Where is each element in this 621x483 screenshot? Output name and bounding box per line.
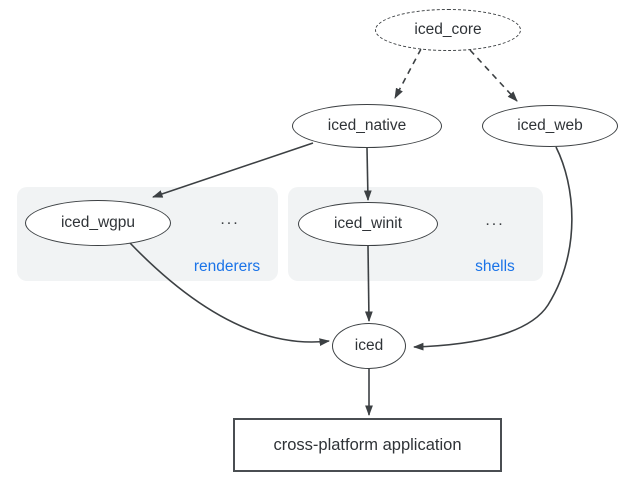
node-iced-native-label: iced_native — [327, 117, 407, 134]
edge-iced_native-iced_wgpu — [152, 142, 314, 198]
edge-iced_core-iced_web — [469, 49, 518, 102]
node-iced-wgpu-label: iced_wgpu — [60, 214, 136, 231]
renderers-ellipsis: ... — [220, 211, 240, 228]
edge-iced_core-iced_native — [394, 48, 422, 99]
edge-iced_winit-iced — [364, 245, 373, 322]
node-iced-native: iced_native — [292, 104, 442, 148]
renderers-group-label: renderers — [193, 258, 261, 275]
node-iced-web-label: iced_web — [517, 117, 583, 134]
node-iced-label: iced — [354, 337, 384, 354]
node-iced-core: iced_core — [375, 9, 521, 51]
edge-iced_native-iced_winit — [363, 147, 372, 201]
node-iced-wgpu: iced_wgpu — [25, 200, 171, 246]
shells-ellipsis: ... — [485, 212, 505, 229]
node-cross-platform-application: cross-platform application — [233, 418, 502, 472]
node-iced-web: iced_web — [482, 105, 618, 147]
node-iced-winit: iced_winit — [298, 202, 438, 246]
node-iced: iced — [332, 323, 406, 369]
edge-iced_web-iced — [413, 146, 573, 351]
node-cross-platform-application-label: cross-platform application — [273, 435, 462, 454]
node-iced-core-label: iced_core — [414, 21, 482, 38]
edge-iced_wgpu-iced — [129, 242, 330, 346]
shells-group-label: shells — [475, 258, 515, 275]
node-iced-winit-label: iced_winit — [333, 215, 403, 232]
